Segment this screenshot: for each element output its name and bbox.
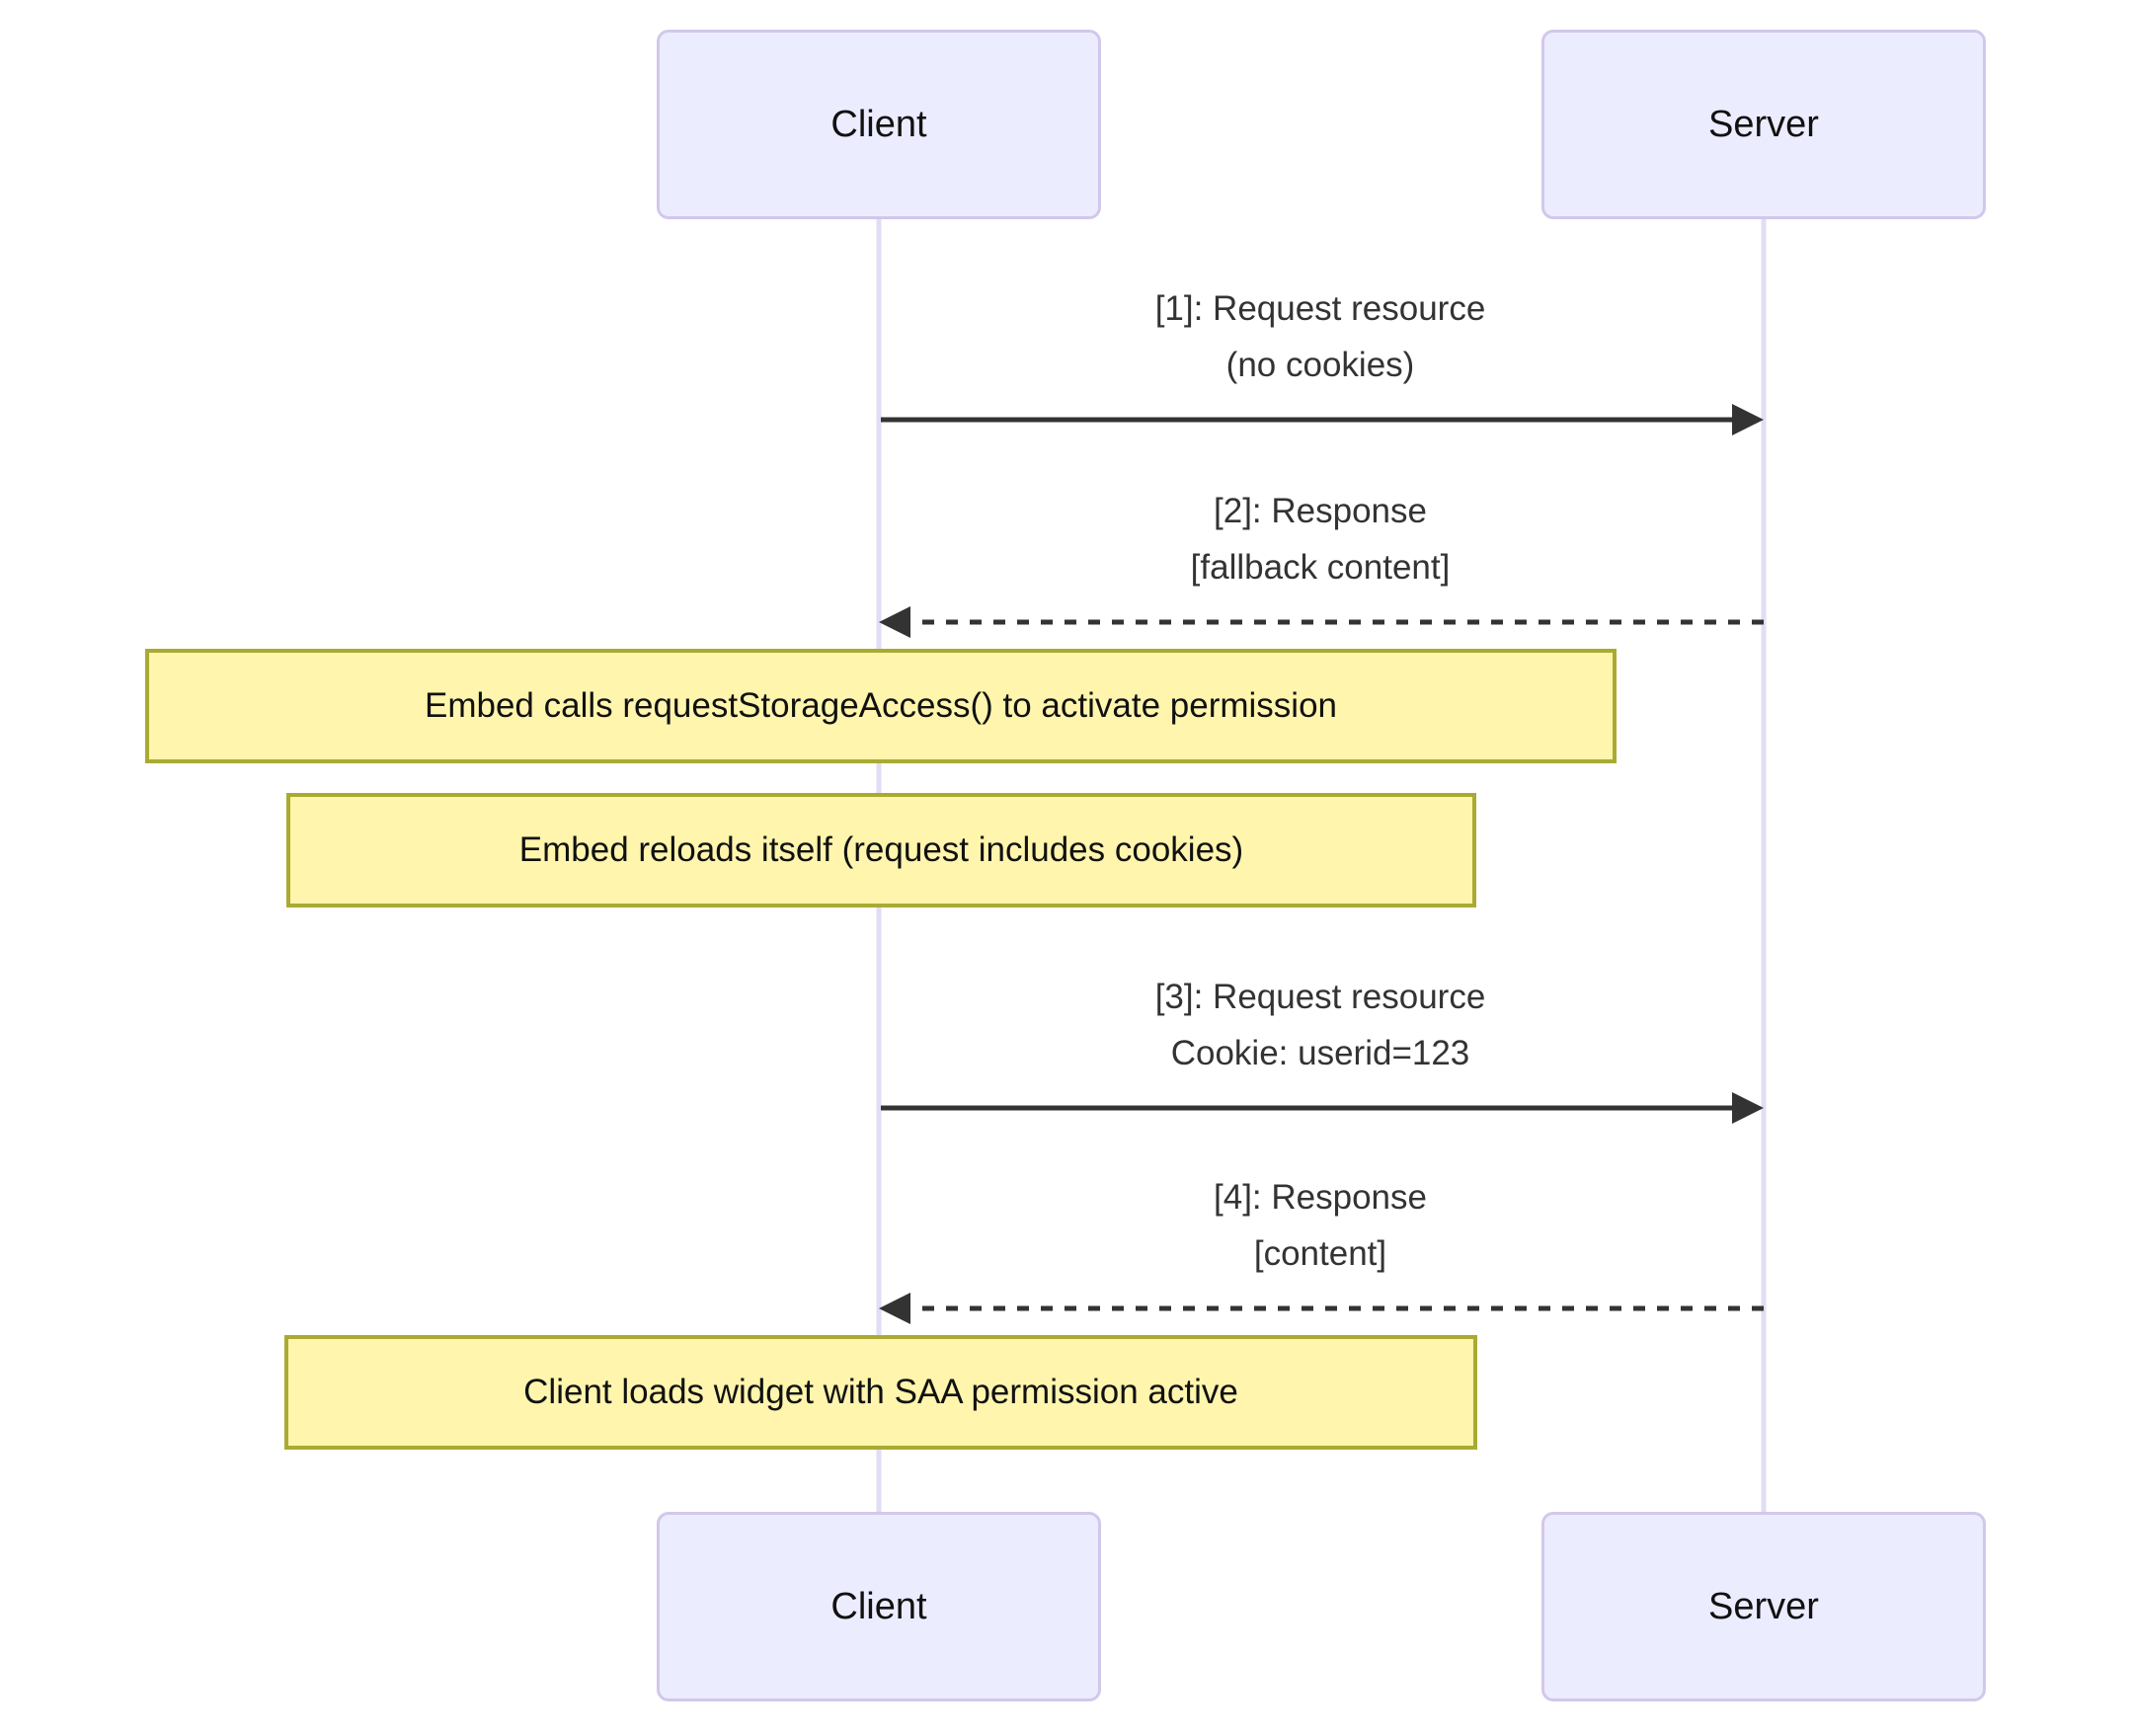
note-client-loads-widget-text: Client loads widget with SAA permission … [523,1373,1238,1411]
note-embed-reloads: Embed reloads itself (request includes c… [286,793,1476,907]
note-client-loads-widget: Client loads widget with SAA permission … [284,1335,1477,1450]
message-2-label-line2: [fallback content] [1190,548,1451,587]
message-1-label: [1]: Request resource (no cookies) [876,280,1765,393]
message-2-label-line1: [2]: Response [1214,492,1427,530]
message-1-label-line1: [1]: Request resource [1154,289,1486,328]
message-4-arrowhead-icon [879,1293,910,1324]
message-3-label-line1: [3]: Request resource [1154,978,1486,1016]
message-1-arrowhead-icon [1732,404,1764,435]
message-4-label-line1: [4]: Response [1214,1178,1427,1217]
actor-server-bottom: Server [1541,1512,1986,1701]
note-request-storage-access-text: Embed calls requestStorageAccess() to ac… [424,686,1337,725]
actor-client-top-label: Client [830,103,927,145]
message-3-arrowhead-icon [1732,1092,1764,1124]
actor-server-top-label: Server [1708,103,1819,145]
actor-server-top: Server [1541,30,1986,219]
message-1-label-line2: (no cookies) [1225,346,1415,384]
message-4-label: [4]: Response [content] [876,1169,1765,1282]
actor-client-top: Client [657,30,1101,219]
message-2-arrowhead-icon [879,606,910,638]
note-request-storage-access: Embed calls requestStorageAccess() to ac… [145,649,1617,763]
actor-client-bottom: Client [657,1512,1101,1701]
actor-client-bottom-label: Client [830,1585,927,1627]
message-3-label-line2: Cookie: userid=123 [1170,1034,1470,1072]
message-2-label: [2]: Response [fallback content] [876,483,1765,595]
actor-server-bottom-label: Server [1708,1585,1819,1627]
message-3-label: [3]: Request resource Cookie: userid=123 [876,969,1765,1081]
note-embed-reloads-text: Embed reloads itself (request includes c… [518,830,1244,869]
message-4-label-line2: [content] [1253,1234,1387,1273]
